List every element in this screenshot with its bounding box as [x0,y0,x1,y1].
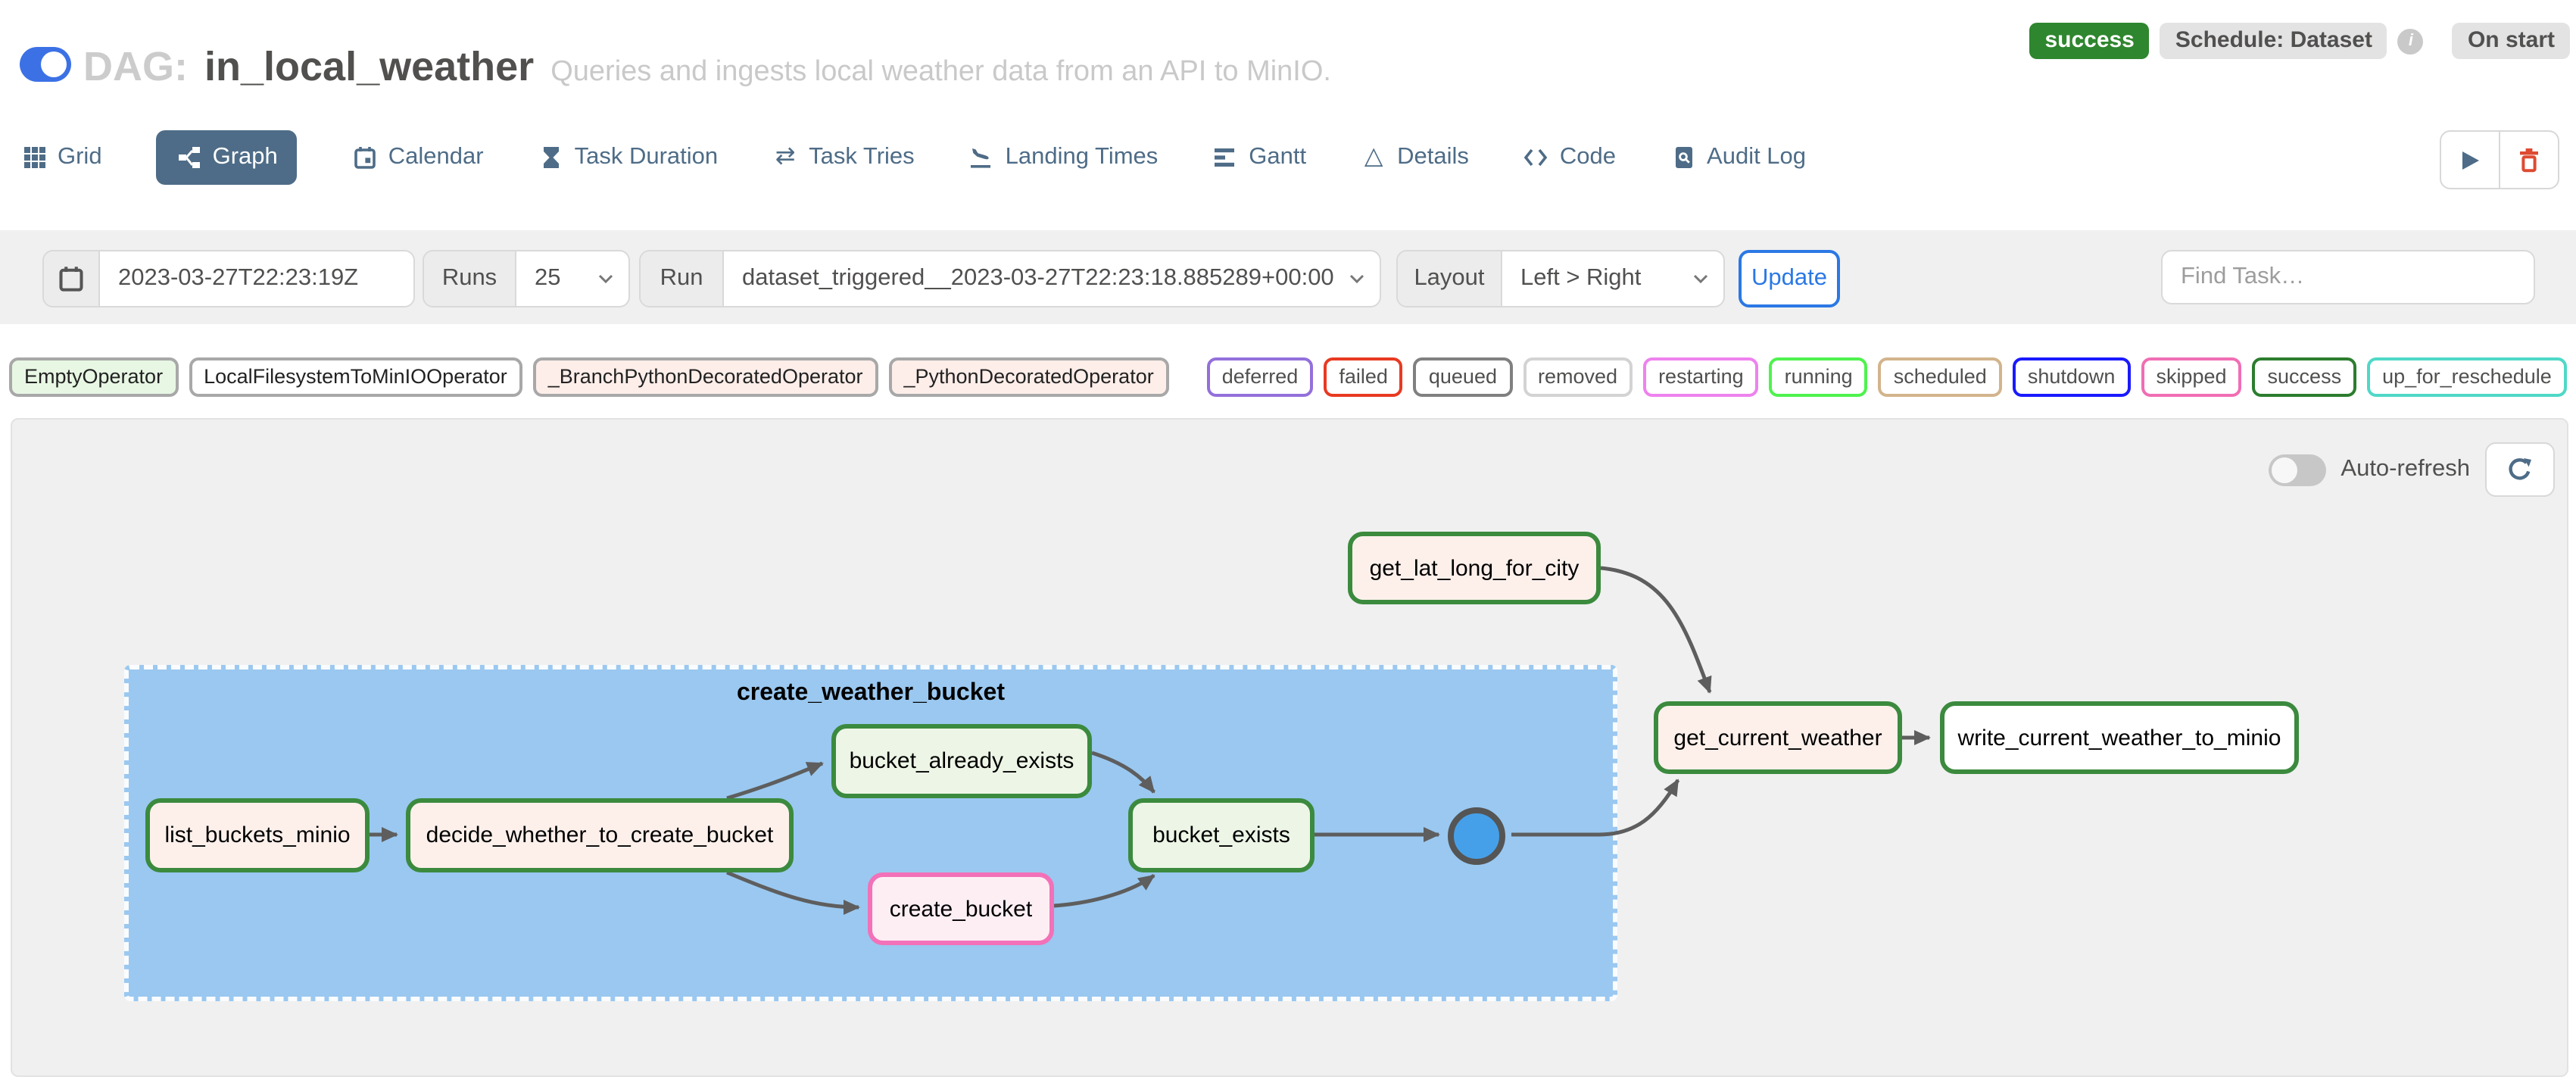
run-select[interactable]: dataset_triggered__2023-03-27T22:23:18.8… [724,251,1380,306]
task-node-bucket_exists[interactable]: bucket_exists [1128,798,1315,872]
task-node-bucket_already_exists[interactable]: bucket_already_exists [831,724,1092,798]
repeat-icon: ⇄ [775,144,796,170]
tab-label: Calendar [388,144,484,170]
tab-label: Graph [212,144,278,170]
layout-select[interactable]: Left > Right [1502,251,1723,306]
view-tabs: Grid Graph Calendar Task Duration ⇄ Task… [21,129,1806,186]
auto-refresh-label: Auto-refresh [2341,456,2470,482]
grid-icon [21,145,47,170]
tab-code[interactable]: Code [1523,144,1616,171]
runs-group: Runs 25 [423,250,630,307]
dag-pause-toggle[interactable] [20,47,71,82]
legend-status-chip[interactable]: deferred [1206,357,1314,397]
gantt-icon [1212,145,1238,170]
code-icon [1523,145,1549,170]
on-start-badge: On start [2452,23,2570,59]
legend-status-chip[interactable]: shutdown [2012,357,2131,397]
dag-prefix: DAG: [83,44,188,89]
graph-legend: EmptyOperator LocalFilesystemToMinIOOper… [9,357,2576,397]
schedule-badge[interactable]: Schedule: Dataset [2160,23,2387,59]
legend-status-chip[interactable]: running [1769,357,1868,397]
tab-label: Task Duration [574,144,719,170]
tab-label: Code [1559,144,1617,170]
legend-operator-chip[interactable]: _PythonDecoratedOperator [888,357,1169,397]
tab-label: Gantt [1249,144,1307,170]
tab-audit-log[interactable]: Audit Log [1670,144,1806,171]
layout-group: Layout Left > Right [1396,250,1725,307]
runs-select[interactable]: 25 [516,251,628,306]
tab-landing-times[interactable]: Landing Times [969,144,1159,171]
hourglass-icon [538,145,564,170]
tab-label: Task Tries [809,144,915,170]
play-icon [2462,151,2478,169]
chevron-down-icon [1349,274,1364,283]
dag-action-buttons [2440,130,2559,189]
tab-label: Landing Times [1005,144,1159,170]
details-icon: △ [1364,144,1383,170]
legend-status-chip[interactable]: failed [1324,357,1403,397]
graph-icon [176,145,202,170]
tab-grid[interactable]: Grid [21,144,102,171]
legend-operator-chip[interactable]: EmptyOperator [9,357,179,397]
refresh-icon [2509,458,2531,480]
refresh-button[interactable] [2485,442,2555,497]
group-join-node[interactable] [1448,807,1505,865]
info-icon[interactable]: i [2397,28,2424,54]
base-date-input[interactable] [100,251,413,306]
tab-task-duration[interactable]: Task Duration [538,144,719,171]
delete-dag-button[interactable] [2499,132,2558,188]
runs-label: Runs [424,251,516,306]
legend-operator-chip[interactable]: LocalFilesystemToMinIOOperator [189,357,522,397]
task-node-decide_whether_to_create_bucket[interactable]: decide_whether_to_create_bucket [406,798,794,872]
dag-graph-canvas[interactable]: Auto-refresh create_weather_bucket [11,418,2568,1077]
find-task-input[interactable] [2161,250,2535,304]
auto-refresh-controls: Auto-refresh [2268,442,2555,497]
tab-calendar[interactable]: Calendar [352,144,484,171]
task-node-create_bucket[interactable]: create_bucket [868,872,1054,945]
task-node-list_buckets_minio[interactable]: list_buckets_minio [145,798,370,872]
tab-details[interactable]: △ Details [1361,144,1469,171]
calendar-button[interactable] [44,251,100,306]
auto-refresh-toggle[interactable] [2268,454,2326,485]
audit-log-icon [1670,145,1696,170]
layout-label: Layout [1398,251,1502,306]
legend-status-chip[interactable]: restarting [1643,357,1759,397]
task-node-get_lat_long_for_city[interactable]: get_lat_long_for_city [1348,532,1601,604]
page-title: DAG: in_local_weather Queries and ingest… [83,44,1331,91]
task-group-title: create_weather_bucket [737,680,1005,706]
trigger-dag-button[interactable] [2441,132,2499,188]
trash-icon [2520,148,2538,173]
tab-label: Grid [58,144,102,170]
legend-status-chip[interactable]: up_for_reschedule [2367,357,2567,397]
legend-status-chip[interactable]: skipped [2141,357,2242,397]
task-node-get_current_weather[interactable]: get_current_weather [1654,701,1902,774]
tab-gantt[interactable]: Gantt [1212,144,1306,171]
graph-filter-bar: Runs 25 Run dataset_triggered__2023-03-2… [0,230,2576,324]
update-button[interactable]: Update [1739,250,1840,307]
tab-label: Details [1397,144,1469,170]
tab-task-tries[interactable]: ⇄ Task Tries [772,144,915,171]
dag-status-badge: success [2029,23,2150,59]
tab-graph[interactable]: Graph [156,130,298,185]
toggle-knob [41,51,67,77]
dag-id: in_local_weather [204,44,535,89]
calendar-icon [59,267,83,292]
header-badges: success Schedule: Dataset i On start [2029,23,2570,59]
chevron-down-icon [598,274,613,283]
legend-status-chip[interactable]: queued [1413,357,1512,397]
tab-label: Audit Log [1707,144,1807,170]
task-node-write_current_weather_to_minio[interactable]: write_current_weather_to_minio [1940,701,2299,774]
plane-landing-icon [969,145,995,170]
chevron-down-icon [1693,274,1708,283]
run-group: Run dataset_triggered__2023-03-27T22:23:… [639,250,1381,307]
legend-status-chip[interactable]: success [2252,357,2357,397]
legend-status-chip[interactable]: removed [1523,357,1633,397]
run-label: Run [641,251,724,306]
dag-description: Queries and ingests local weather data f… [550,56,1331,88]
legend-status-chip[interactable]: scheduled [1878,357,2002,397]
base-date-group [42,250,415,307]
legend-operator-chip[interactable]: _BranchPythonDecoratedOperator [532,357,878,397]
calendar-icon [352,145,378,170]
